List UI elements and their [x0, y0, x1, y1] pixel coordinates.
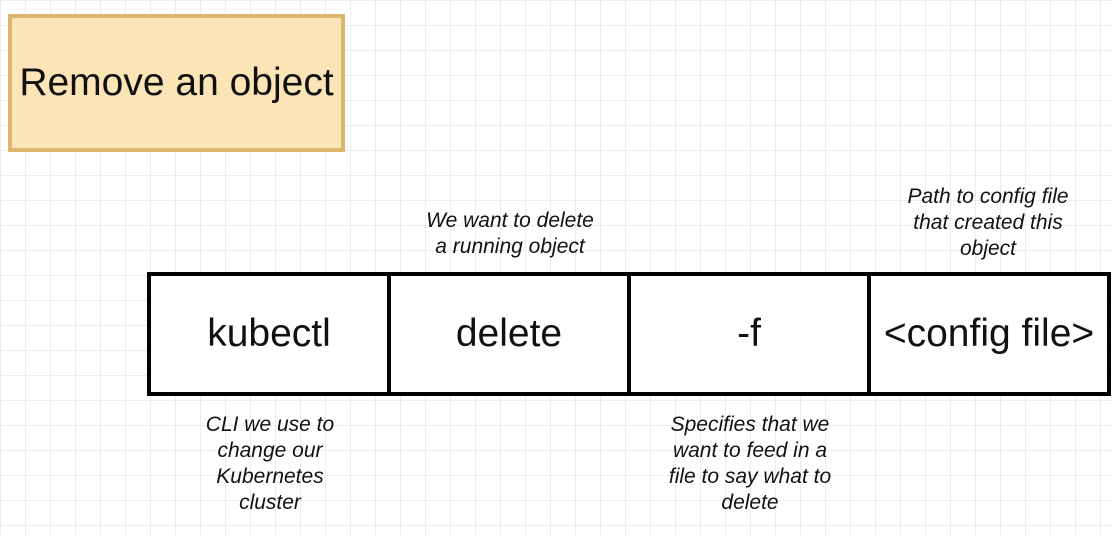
annotation-kubectl: CLI we use to change our Kubernetes clus… [205, 413, 335, 514]
command-row: kubectl delete -f <config file> [147, 272, 1111, 396]
command-part-config-file: <config file> [867, 276, 1107, 392]
command-part-kubectl: kubectl [207, 312, 331, 355]
title-box: Remove an object [8, 14, 345, 152]
command-part-delete: delete [387, 276, 627, 392]
diagram-title: Remove an object [19, 61, 334, 104]
command-part-flag: -f [627, 276, 867, 392]
annotation-config-file: Path to config file that created this ob… [907, 185, 1069, 260]
annotation-flag: Specifies that we want to feed in a file… [668, 413, 832, 514]
annotation-delete: We want to delete a running object [426, 209, 594, 258]
